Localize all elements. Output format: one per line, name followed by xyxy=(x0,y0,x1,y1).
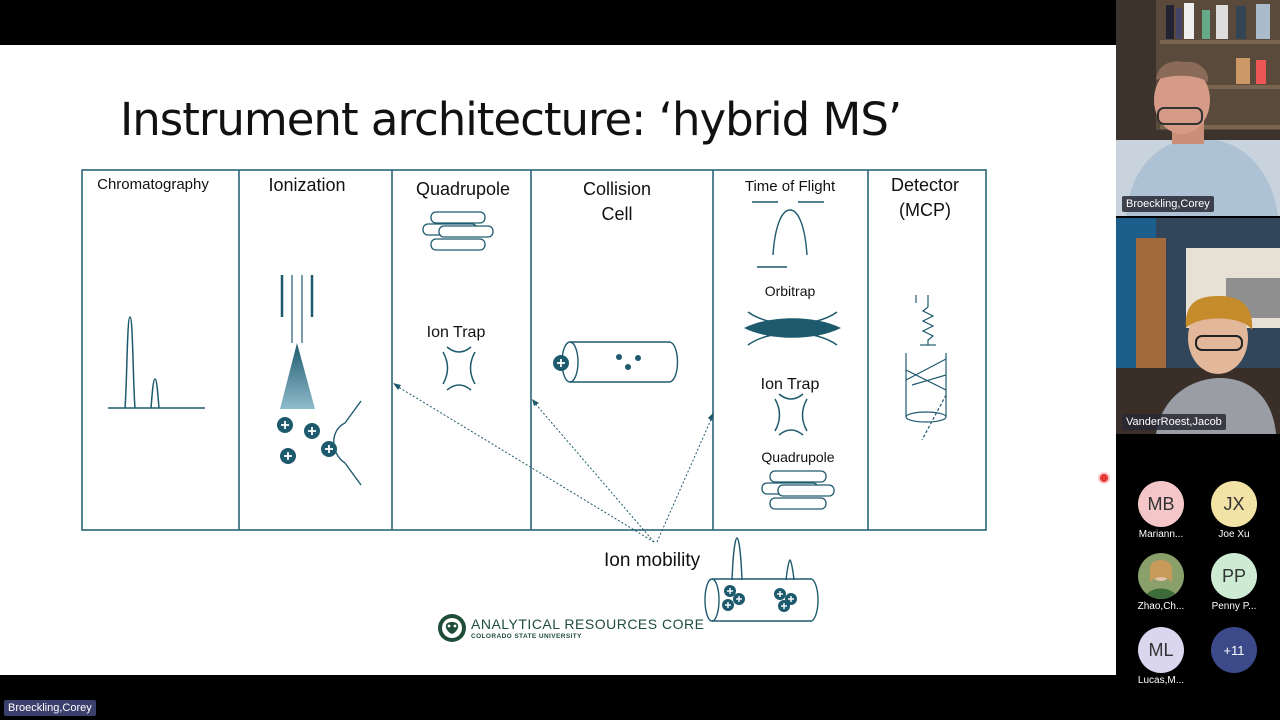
presenter-name-label: Broeckling,Corey xyxy=(1122,196,1214,212)
participant-video xyxy=(1116,218,1280,434)
quadrupole-label-2: Quadrupole xyxy=(761,449,835,465)
ion-trap-icon xyxy=(442,346,476,391)
video-tile-participant[interactable]: VanderRoest,Jacob xyxy=(1116,218,1280,434)
avatar-circle: PP xyxy=(1211,553,1257,599)
avatar-name: Joe Xu xyxy=(1218,529,1250,540)
avatar-circle: MB xyxy=(1138,481,1184,527)
avatar-name: Mariann... xyxy=(1138,529,1184,540)
laser-pointer-dot xyxy=(1100,474,1108,482)
presenter-video xyxy=(1116,0,1280,216)
avatar-circle: ML xyxy=(1138,627,1184,673)
arc-logo-name: ANALYTICAL RESOURCES CORE xyxy=(471,616,705,632)
quadrupole-icon xyxy=(422,211,494,251)
more-participants-count: +11 xyxy=(1211,627,1257,673)
stage-collision-label-2: Cell xyxy=(601,204,633,224)
stage-detector-label-2: (MCP) xyxy=(899,200,951,220)
more-participants-button[interactable]: +11 xyxy=(1199,627,1269,673)
chromatogram-icon xyxy=(108,316,205,409)
ram-seal-icon xyxy=(438,614,466,642)
electrospray-icon xyxy=(277,275,362,486)
ion-mobility-arrows xyxy=(394,384,714,543)
stage-collision-label-1: Collision xyxy=(582,179,652,199)
avatar-name: Zhao,Ch... xyxy=(1137,601,1185,612)
participant-name-label: VanderRoest,Jacob xyxy=(1122,414,1226,430)
active-speaker-label: Broeckling,Corey xyxy=(4,700,96,716)
avatar-name: Penny P... xyxy=(1211,601,1257,612)
time-of-flight-icon xyxy=(752,201,824,268)
avatar-circle: JX xyxy=(1211,481,1257,527)
participant-avatar[interactable]: ML Lucas,M... xyxy=(1126,627,1196,686)
avatar-photo xyxy=(1138,553,1184,599)
collision-cell-icon xyxy=(553,341,679,383)
ion-trap-label-2: Ion Trap xyxy=(760,376,820,393)
slide-title: Instrument architecture: ‘hybrid MS’ xyxy=(120,93,902,146)
ion-mobility-label: Ion mobility xyxy=(604,550,701,571)
stage-ionization-label: Ionization xyxy=(268,175,346,195)
stage-detector-label-1: Detector xyxy=(890,175,960,195)
architecture-diagram xyxy=(81,169,987,622)
ion-trap-label: Ion Trap xyxy=(426,324,486,341)
orbitrap-icon xyxy=(744,311,841,346)
participant-avatar[interactable]: PP Penny P... xyxy=(1199,553,1269,612)
stage-tof-label: Time of Flight xyxy=(744,178,836,195)
profile-photo-icon xyxy=(1144,560,1178,599)
ion-trap-icon xyxy=(774,393,808,436)
participant-avatar[interactable]: JX Joe Xu xyxy=(1199,481,1269,540)
quadrupole-icon xyxy=(761,470,835,510)
arc-logo: ANALYTICAL RESOURCES CORE COLORADO STATE… xyxy=(437,613,704,647)
participant-avatar[interactable]: MB Mariann... xyxy=(1126,481,1196,540)
avatar-name: Lucas,M... xyxy=(1137,675,1185,686)
arc-logo-university: COLORADO STATE UNIVERSITY xyxy=(471,633,582,640)
participant-avatar[interactable]: Zhao,Ch... xyxy=(1126,553,1196,612)
presentation-slide: Instrument architecture: ‘hybrid MS’ xyxy=(0,45,1116,675)
ion-mobility-icon xyxy=(704,537,819,622)
stage-quadrupole-label: Quadrupole xyxy=(415,179,511,199)
stage-chromatography-label: Chromatography xyxy=(97,176,209,193)
orbitrap-label: Orbitrap xyxy=(764,283,816,299)
detector-icon xyxy=(905,295,947,441)
video-tile-presenter[interactable]: Broeckling,Corey xyxy=(1116,0,1280,216)
